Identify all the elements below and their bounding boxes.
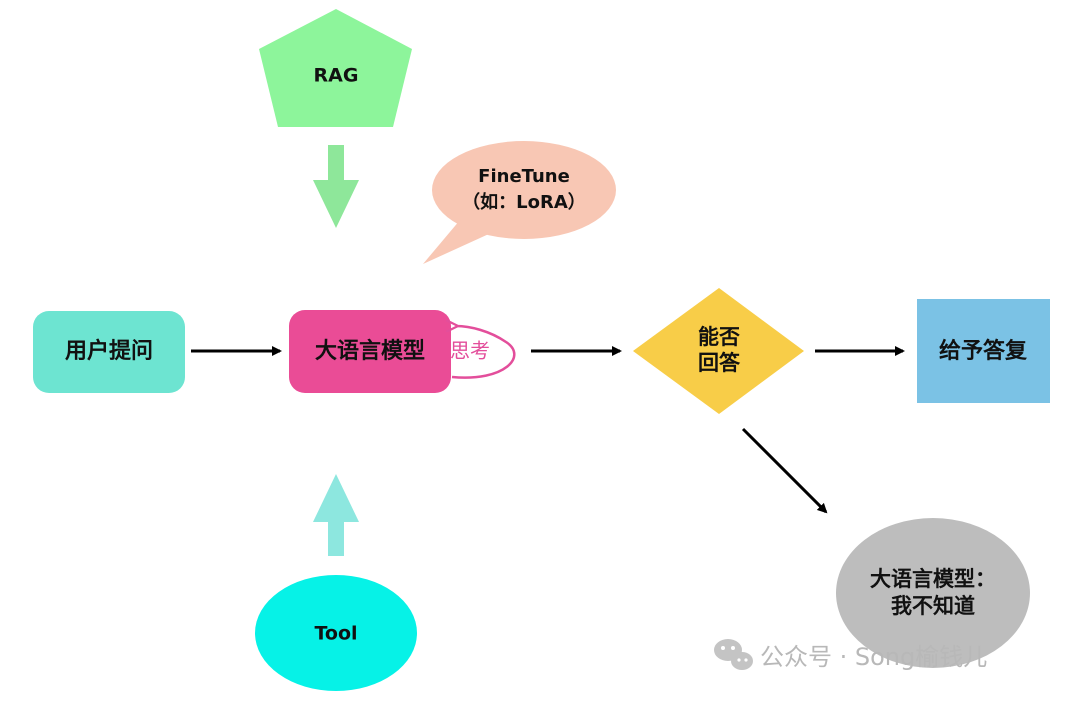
llm-label: 大语言模型: [315, 338, 425, 364]
tool-node: [255, 575, 417, 691]
dont-know-label-line1: 大语言模型：: [870, 567, 996, 591]
llm-node: [289, 310, 451, 393]
dont-know-label-line2: 我不知道: [891, 594, 975, 618]
give-answer-node: [917, 299, 1050, 403]
can-answer-label-line1: 能否: [698, 325, 740, 349]
tool-label: Tool: [314, 623, 357, 645]
can-answer-decision: [633, 288, 804, 414]
give-answer-label: 给予答复: [939, 338, 1028, 364]
rag-node: [259, 9, 412, 127]
user-question-node: [33, 311, 185, 393]
watermark: 公众号 · Song榆钱儿: [714, 639, 987, 671]
rag-down-arrow: [313, 145, 359, 228]
finetune-example-label: （如：LoRA）: [462, 191, 586, 213]
finetune-label: FineTune: [478, 166, 570, 187]
watermark-text: 公众号 · Song榆钱儿: [760, 643, 987, 671]
wechat-icon: [714, 639, 753, 670]
arrow-decision-to-dont-know: [741, 427, 828, 514]
can-answer-label-line2: 回答: [698, 351, 741, 375]
dont-know-node: [836, 518, 1030, 668]
user-question-label: 用户提问: [65, 338, 153, 364]
finetune-bubble: [423, 141, 616, 264]
rag-label: RAG: [314, 65, 359, 87]
tool-up-arrow: [313, 474, 359, 556]
think-label: 思考: [450, 339, 490, 363]
think-loop-arrow: [452, 326, 516, 379]
